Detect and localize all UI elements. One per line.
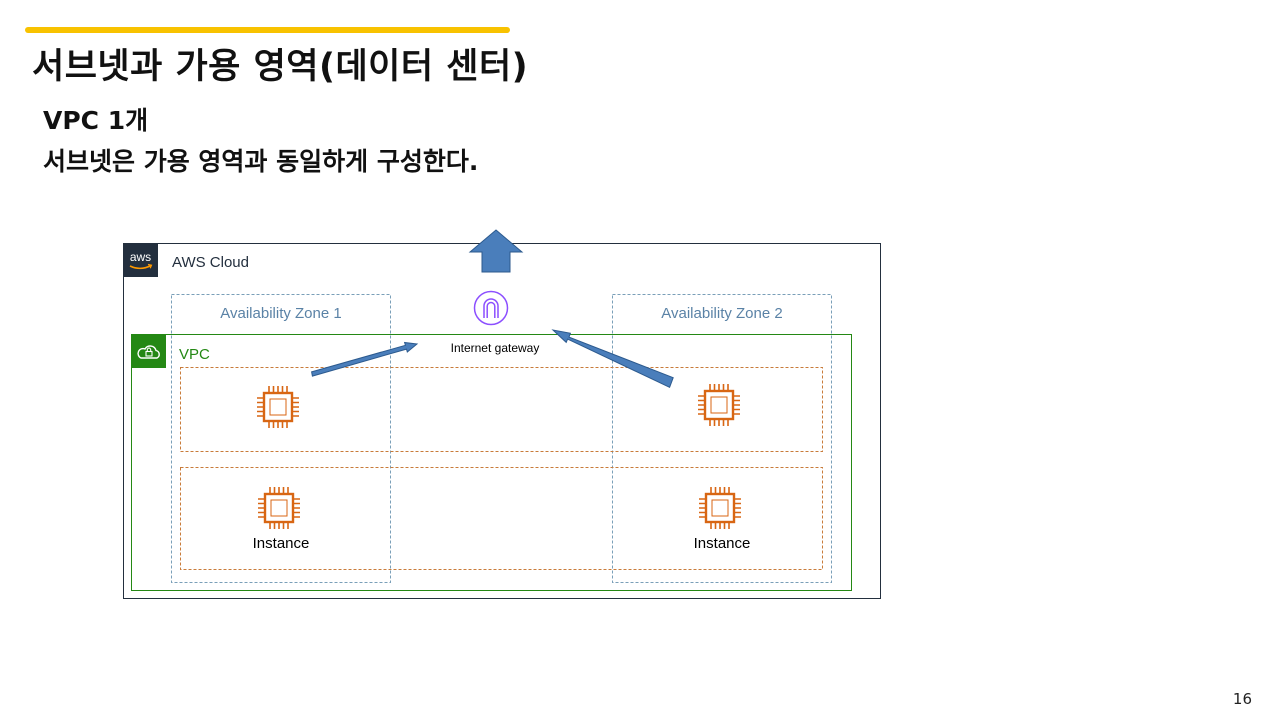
ec2-instance-icon-zone-2-subnet-2 <box>697 485 743 531</box>
internet-gateway-label: Internet gateway <box>451 341 540 355</box>
slide-title: 서브넷과 가용 영역(데이터 센터) <box>32 47 529 87</box>
arrow-icon-from-zone-2 <box>551 329 674 388</box>
availability-zone-1 <box>171 294 391 583</box>
availability-zone-1-label: Availability Zone 1 <box>220 305 341 322</box>
arrow-icon-from-zone-1 <box>311 341 419 377</box>
availability-zone-2-label: Availability Zone 2 <box>661 305 782 322</box>
ec2-instance-icon-zone-2-subnet-1 <box>696 382 742 428</box>
subnet-row-1 <box>180 367 823 452</box>
arrow-up-icon <box>468 229 524 273</box>
instance-label-zone-1: Instance <box>253 535 310 552</box>
aws-logo-icon: aws <box>123 243 158 277</box>
instance-label-zone-2: Instance <box>694 535 751 552</box>
ec2-instance-icon-zone-1-subnet-1 <box>255 384 301 430</box>
vpc-group <box>131 334 852 591</box>
availability-zone-2 <box>612 294 832 583</box>
vpc-label: VPC <box>179 346 210 363</box>
vpc-cloud-lock-icon <box>132 335 166 368</box>
bullet-vpc-count: VPC 1개 <box>43 106 149 135</box>
bullet-subnet-rule: 서브넷은 가용 영역과 동일하게 구성한다. <box>43 147 479 176</box>
page-number: 16 <box>1232 690 1252 708</box>
ec2-instance-icon-zone-1-subnet-2 <box>256 485 302 531</box>
title-accent-bar <box>25 27 510 33</box>
aws-logo-text: aws <box>130 250 151 264</box>
aws-cloud-label: AWS Cloud <box>172 254 249 271</box>
internet-gateway-icon <box>473 290 509 326</box>
subnet-row-2 <box>180 467 823 570</box>
